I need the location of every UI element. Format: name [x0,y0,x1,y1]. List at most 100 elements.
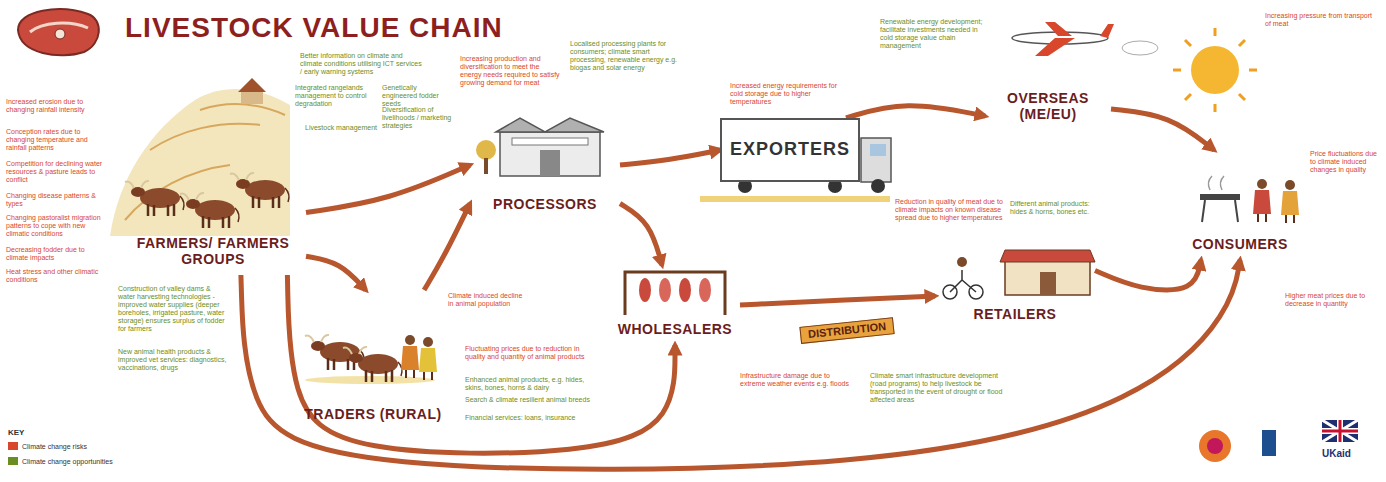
opportunity-note: Construction of valley dams & water harv… [118,285,228,333]
legend-entry: Climate change risks [8,442,87,450]
logos [1199,420,1358,462]
meat [699,278,711,302]
grill [1200,194,1240,200]
consumers-scene [1200,176,1299,223]
flow-arrow [424,204,470,291]
risk-note: Increased energy requirements for cold s… [730,82,840,106]
cow [230,173,289,208]
legend-swatch [8,457,18,465]
rider-head [957,257,967,267]
meat [639,278,651,302]
risk-note: Increasing production and diversificatio… [460,55,560,87]
stage-node: RETAILERS [935,245,1095,330]
stage-label: TRADERS (RURAL) [304,407,441,422]
processing-plant [476,118,604,176]
hut-wall [241,92,263,104]
cow [305,335,364,370]
tree [476,140,496,160]
stage-node: FARMERS/ FARMERS GROUPS [120,150,306,275]
risk-note: Increased erosion due to changing rainfa… [6,98,106,114]
risk-note: Conception rates due to changing tempera… [6,128,106,152]
risk-note: Increasing pressure from transport of me… [1265,12,1375,28]
person [401,335,419,378]
cow [125,181,184,216]
flow-arrow [620,150,720,165]
risk-note: Heat stress and other climatic condition… [6,268,106,284]
uk-flag-cross [1322,420,1358,442]
stage-node: CONSUMERS [1175,150,1305,260]
opportunity-note: Different animal products: hides & horns… [1010,200,1105,216]
sun-rays [1173,28,1257,112]
person [419,337,437,380]
person [1281,180,1299,223]
flow-arrow [1111,109,1214,150]
risk-note: Price fluctuations due to climate induce… [1310,150,1380,174]
shop [943,250,1095,299]
hut [238,78,266,92]
diagram-title: LIVESTOCK VALUE CHAIN [125,12,503,44]
flow-arrow [846,106,985,118]
truck-cab [861,138,891,182]
truck-window [870,144,886,156]
stage-node: WHOLESALERS [610,265,740,345]
risk-note: Climate induced decline in animal popula… [448,292,528,308]
risk-note: Competition for declining water resource… [6,160,106,184]
uk-flag-cross [1322,420,1358,442]
tree-trunk [484,158,488,174]
factory-sign [512,138,588,145]
traders-scene [305,335,437,384]
opportunity-note: Integrated rangelands management to cont… [295,84,375,108]
logo-block [1262,430,1276,456]
cow [343,347,402,382]
legend-entry: Climate change opportunities [8,457,113,465]
opportunity-note: Financial services: loans, insurance [465,414,595,422]
sun-disc [1191,46,1239,94]
risk-note: Fluctuating prices due to reduction in q… [465,345,590,361]
stage-node: OVERSEAS (ME/EU) [985,60,1111,130]
uk-flag-cross [1322,420,1358,442]
risk-note: Decreasing fodder due to climate impacts [6,246,106,262]
ground [305,376,435,384]
stage-banner: DISTRIBUTION [799,317,894,343]
opportunity-note: Climate smart infrastructure development… [870,372,1010,404]
legend-swatch [8,442,18,450]
opportunity-note: Enhanced animal products, e.g. hides, sk… [465,376,595,392]
flow-arrow [620,204,662,266]
opportunity-note: Search & climate resilient animal breeds [465,396,595,404]
airplane [1012,22,1158,56]
meat [659,278,671,302]
shop-awning [1000,250,1095,262]
opportunity-note: Diversification of livelihoods / marketi… [382,106,457,130]
cow [180,193,239,228]
risk-note: Infrastructure damage due to extreme wea… [740,372,850,388]
flow-arrow [306,256,366,290]
wing [1035,22,1114,56]
meat-rack [625,272,725,315]
shop-door [1040,272,1056,295]
stage-label: OVERSEAS (ME/EU) [989,91,1107,122]
stage-node: TRADERS (RURAL) [300,290,446,430]
logo-circle [1199,430,1231,462]
bike-frame [950,270,976,292]
legend-text: Climate change risks [22,443,87,450]
grill-legs [1202,200,1238,222]
cloud [1122,41,1158,55]
logo-circle [1207,438,1223,454]
risk-note: Higher meat prices due to decrease in qu… [1285,292,1375,308]
flow-arrow [1095,260,1201,290]
opportunity-note: Renewable energy development; facilitate… [880,18,990,50]
sun [1173,28,1257,112]
flow-arrow [740,296,935,305]
wheel [871,179,885,193]
meat [679,278,691,302]
flow-arrow [241,260,1240,469]
steak-bone [55,29,65,39]
opportunity-note: Localised processing plants for consumer… [570,40,680,72]
stage-label: CONSUMERS [1192,237,1288,252]
stage-label: FARMERS/ FARMERS GROUPS [124,236,302,267]
stage-label: WHOLESALERS [618,322,732,337]
road [700,196,890,202]
factory-door [540,150,560,176]
flow-arrow [306,165,470,213]
truck-trailer: EXPORTERS [720,118,860,182]
